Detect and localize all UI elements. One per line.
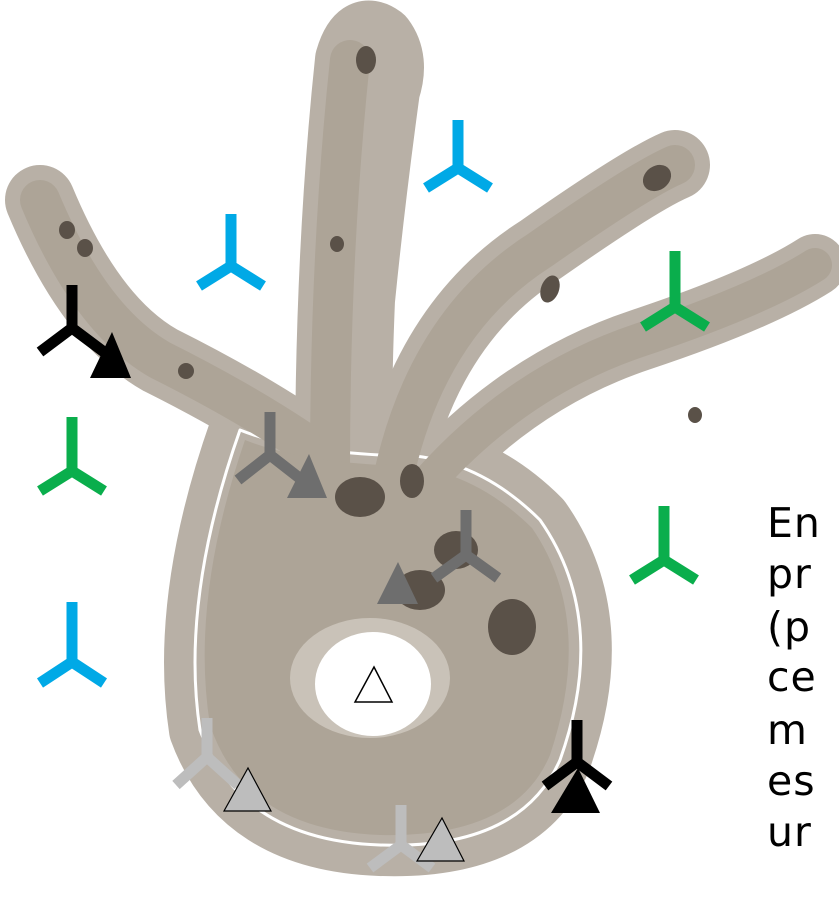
caption-line: es xyxy=(767,757,816,805)
free-antibody-blue xyxy=(426,120,490,188)
caption-line: pr xyxy=(767,550,812,598)
organelle xyxy=(330,236,344,252)
caption-line: (p xyxy=(767,603,811,651)
free-antibody-green xyxy=(40,417,104,491)
caption-line: ce xyxy=(767,653,817,701)
free-antibody-blue xyxy=(199,214,263,286)
central-vacuole xyxy=(290,618,450,738)
organelle xyxy=(178,363,194,379)
caption-line: En xyxy=(767,499,821,547)
organelle xyxy=(400,464,424,498)
organelle xyxy=(488,599,536,655)
free-antibody-blue xyxy=(40,602,104,683)
organelle xyxy=(356,46,376,74)
organelle xyxy=(688,407,702,423)
free-antibody-green xyxy=(632,506,696,580)
organelle xyxy=(77,239,93,257)
caption-line: m xyxy=(767,706,808,754)
cell xyxy=(40,36,815,846)
organelle xyxy=(59,221,75,239)
caption-line: ur xyxy=(767,808,812,856)
organelle xyxy=(335,477,385,517)
caption: En pr (p ce m es ur xyxy=(767,499,821,856)
